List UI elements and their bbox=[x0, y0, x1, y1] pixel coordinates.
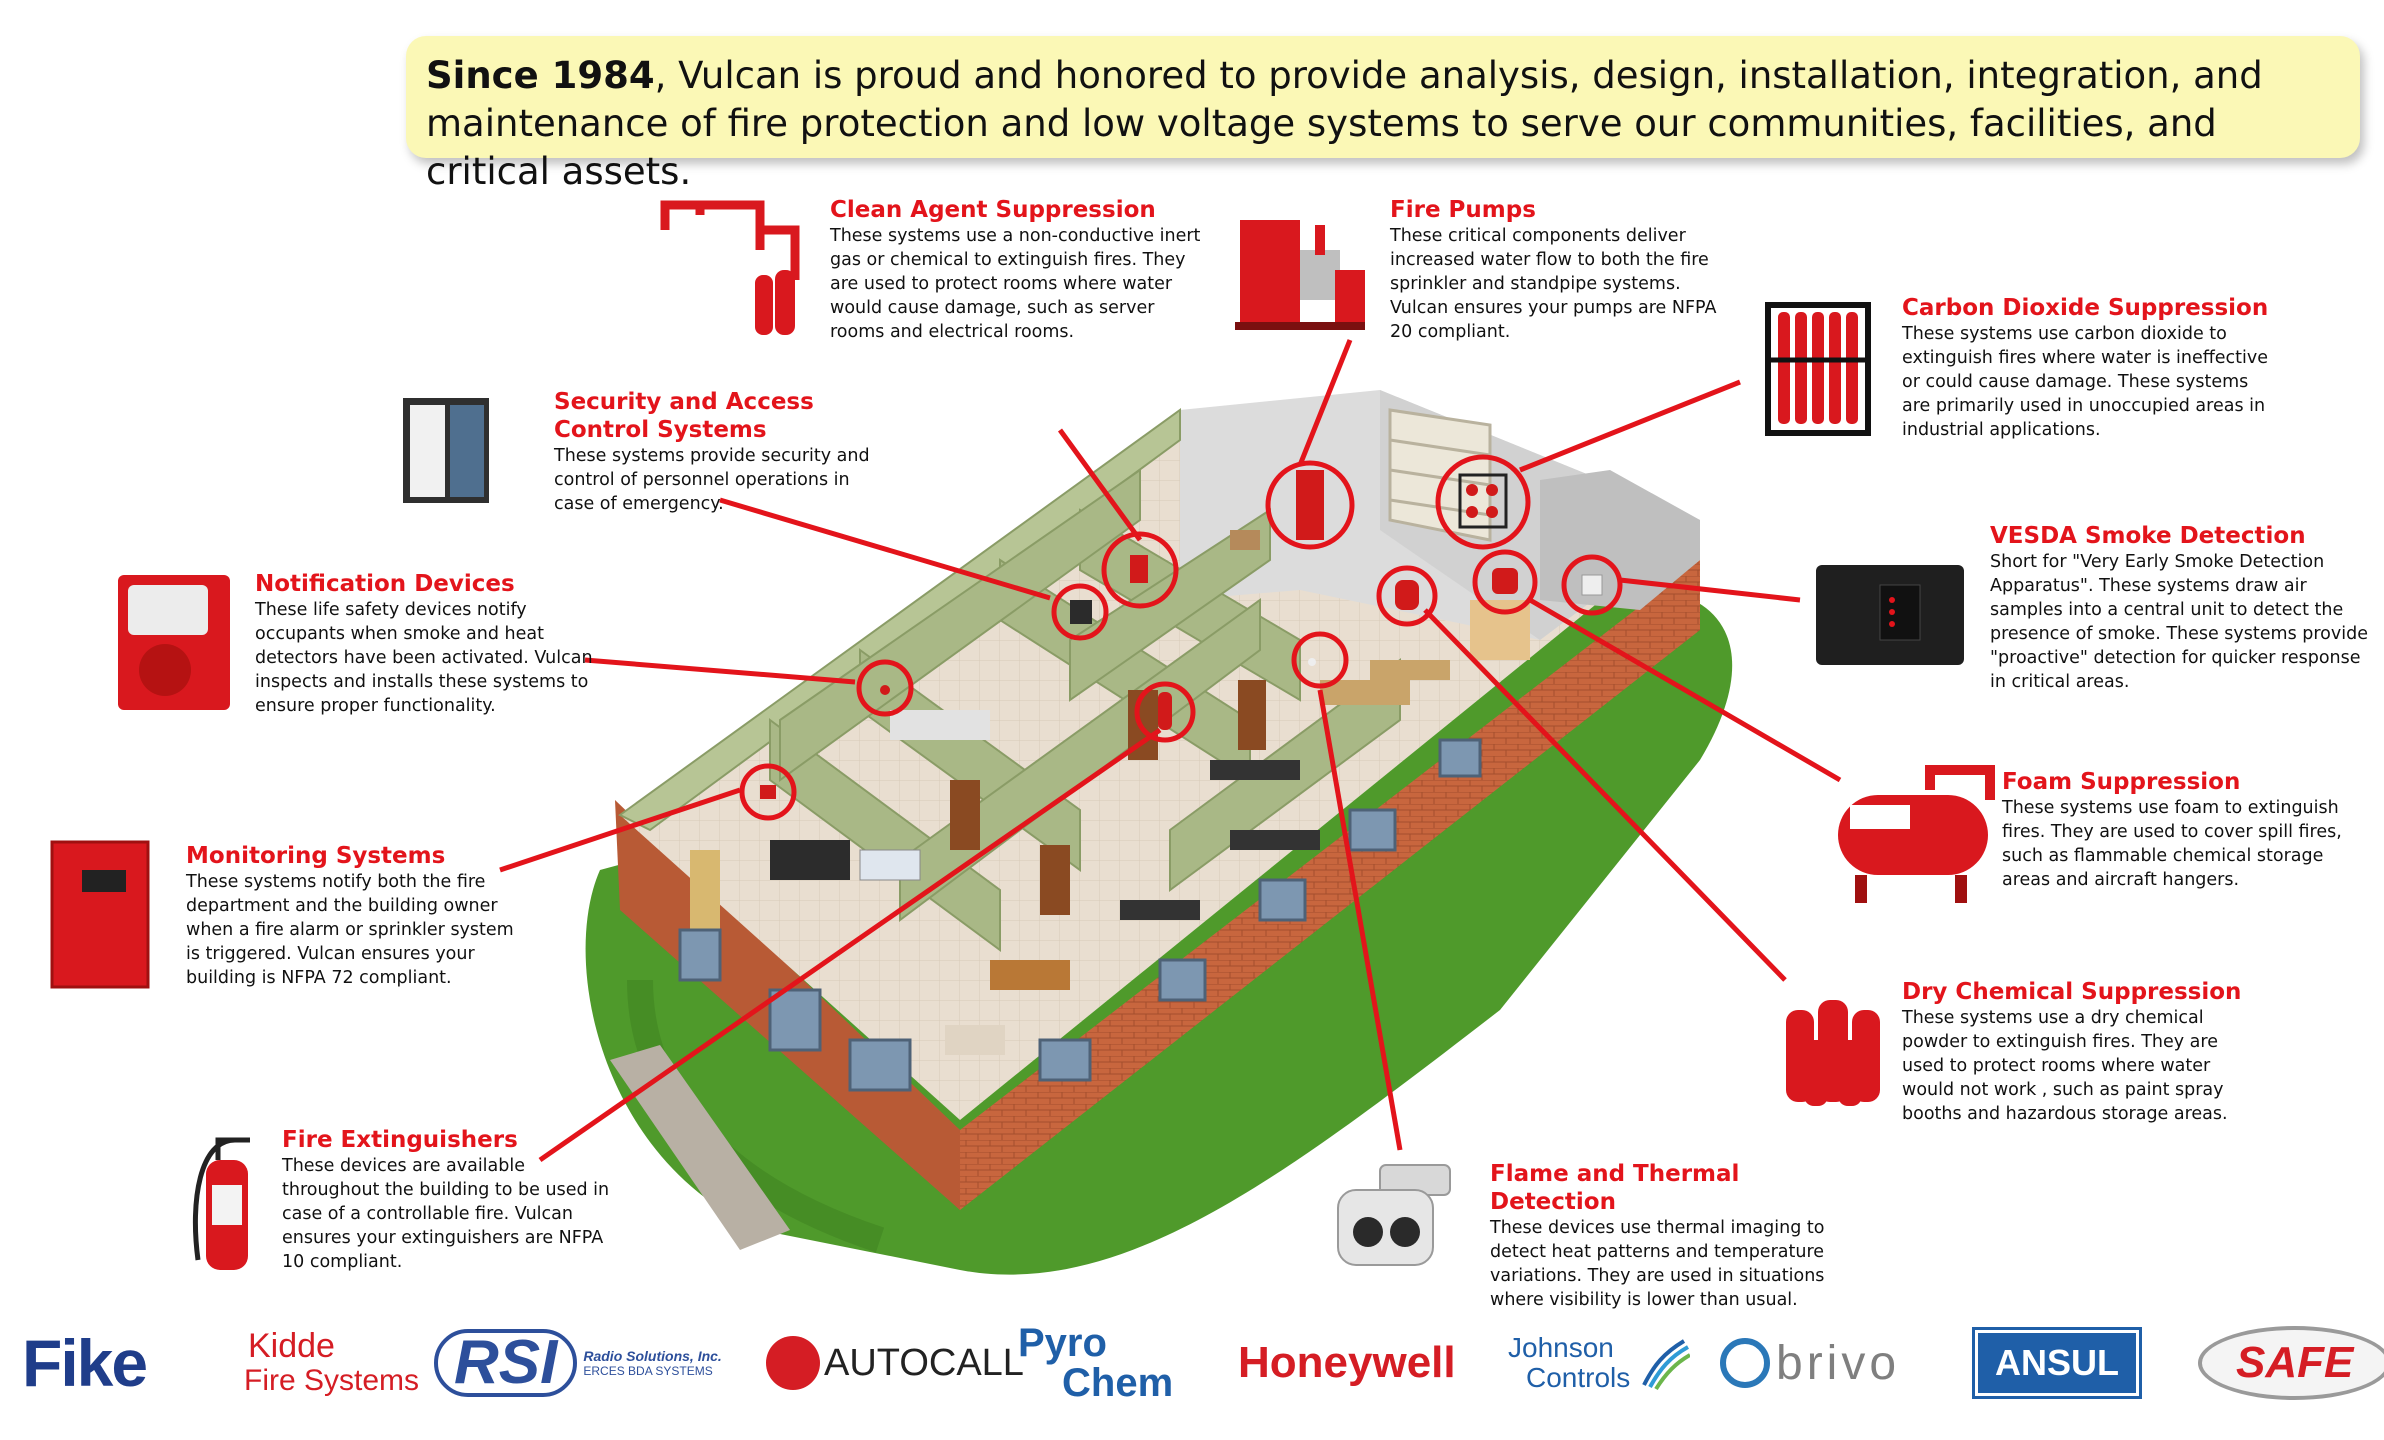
thermal-camera-illustration bbox=[1337, 1164, 1451, 1266]
callout-security: Security and Access Control Systems Thes… bbox=[554, 388, 884, 516]
logo-kidde-text: Kidde bbox=[248, 1327, 335, 1365]
logo-johnson-controls: Johnson Controls bbox=[1508, 1318, 1691, 1408]
logo-rsi: RSI Radio Solutions, Inc. ERCES BDA SYST… bbox=[434, 1318, 722, 1408]
callout-desc: Short for "Very Early Smoke Detection Ap… bbox=[1990, 552, 2368, 692]
callout-desc: These critical components deliver increa… bbox=[1390, 226, 1717, 342]
logo-ansul-text: ANSUL bbox=[1975, 1330, 2139, 1396]
callout-monitoring: Monitoring Systems These systems notify … bbox=[186, 842, 526, 990]
logo-kidde-sub: Fire Systems bbox=[244, 1364, 420, 1397]
extinguisher-illustration bbox=[192, 1137, 250, 1270]
callout-desc: These systems use a non-conductive inert… bbox=[830, 226, 1201, 342]
callout-title: Foam Suppression bbox=[2002, 769, 2241, 795]
callout-foam: Foam Suppression These systems use foam … bbox=[2002, 768, 2342, 892]
callout-flame: Flame and Thermal Detection These device… bbox=[1490, 1160, 1860, 1312]
callout-title: Fire Extinguishers bbox=[282, 1127, 518, 1153]
clean-agent-illustration bbox=[660, 200, 800, 335]
callout-notification: Notification Devices These life safety d… bbox=[255, 570, 605, 718]
walkway bbox=[610, 1045, 790, 1250]
strobe-horn-illustration bbox=[118, 575, 230, 710]
callout-title: Dry Chemical Suppression bbox=[1902, 979, 2242, 1005]
logo-autocall-text: AUTOCALL bbox=[824, 1341, 1024, 1384]
callout-title: Flame and Thermal Detection bbox=[1490, 1161, 1740, 1215]
callout-desc: These systems use foam to extinguish fir… bbox=[2002, 798, 2342, 890]
logo-rsi-sub1: Radio Solutions, Inc. bbox=[583, 1348, 722, 1364]
callout-desc: These devices use thermal imaging to det… bbox=[1490, 1218, 1825, 1310]
logo-chem-text: Chem bbox=[1062, 1361, 1174, 1405]
callout-title: Monitoring Systems bbox=[186, 843, 446, 869]
logo-jc-text1: Johnson bbox=[1508, 1332, 1614, 1363]
logo-brivo: brivo bbox=[1720, 1318, 1900, 1408]
dry-chem-illustration bbox=[1786, 1000, 1880, 1106]
callout-title: Notification Devices bbox=[255, 571, 515, 597]
logo-safe: SAFE bbox=[2198, 1318, 2384, 1408]
callout-clean-agent: Clean Agent Suppression These systems us… bbox=[830, 196, 1210, 344]
callout-title-line1: Security and Access bbox=[554, 389, 814, 415]
intro-banner: Since 1984, Vulcan is proud and honored … bbox=[406, 36, 2360, 193]
logo-brivo-text: brivo bbox=[1776, 1336, 1901, 1390]
in-building-devices bbox=[760, 470, 1603, 799]
callout-title: Carbon Dioxide Suppression bbox=[1902, 295, 2269, 321]
logo-honeywell: Honeywell bbox=[1238, 1318, 1456, 1408]
logo-autocall: AUTOCALL bbox=[766, 1318, 1024, 1408]
highlight-circles bbox=[739, 454, 1623, 821]
logo-rsi-text: RSI bbox=[434, 1329, 578, 1397]
foam-tank-illustration bbox=[1838, 765, 1995, 903]
callout-title-line2: Control Systems bbox=[554, 417, 767, 443]
callout-dry-chem: Dry Chemical Suppression These systems u… bbox=[1902, 978, 2252, 1126]
callout-vesda: VESDA Smoke Detection Short for "Very Ea… bbox=[1990, 522, 2375, 694]
leader-lines bbox=[499, 339, 1842, 1163]
brivo-mark-icon bbox=[1720, 1338, 1770, 1388]
logo-pyro-text: Pyro bbox=[1018, 1321, 1107, 1365]
logo-fike: Fike bbox=[22, 1318, 148, 1408]
logo-ansul: ANSUL bbox=[1975, 1318, 2139, 1408]
callout-co2: Carbon Dioxide Suppression These systems… bbox=[1902, 294, 2282, 442]
co2-illustration bbox=[1765, 302, 1871, 436]
logo-honeywell-text: Honeywell bbox=[1238, 1338, 1456, 1387]
callout-desc: These systems notify both the fire depar… bbox=[186, 872, 514, 988]
logo-safe-text: SAFE bbox=[2198, 1326, 2384, 1400]
callout-desc: These systems provide security and contr… bbox=[554, 446, 870, 514]
logo-pyrochem: Pyro Chem bbox=[1018, 1318, 1173, 1408]
callout-fire-pumps: Fire Pumps These critical components del… bbox=[1390, 196, 1730, 344]
logo-fike-text: Fike bbox=[22, 1326, 148, 1400]
callout-desc: These devices are available throughout t… bbox=[282, 1156, 610, 1272]
callout-extinguishers: Fire Extinguishers These devices are ava… bbox=[282, 1126, 627, 1274]
autocall-mark-icon bbox=[766, 1336, 820, 1390]
callout-desc: These systems use carbon dioxide to exti… bbox=[1902, 324, 2269, 440]
callout-title: Fire Pumps bbox=[1390, 197, 1536, 223]
intro-lead: Since 1984 bbox=[426, 54, 655, 97]
callout-title: Clean Agent Suppression bbox=[830, 197, 1156, 223]
monitoring-panel-illustration bbox=[50, 840, 150, 989]
callout-desc: These systems use a dry chemical powder … bbox=[1902, 1008, 2228, 1124]
intro-text: , Vulcan is proud and honored to provide… bbox=[426, 54, 2263, 193]
callout-title: VESDA Smoke Detection bbox=[1990, 523, 2306, 549]
logo-rsi-sub2: ERCES BDA SYSTEMS bbox=[583, 1364, 713, 1378]
logo-jc-text2: Controls bbox=[1526, 1362, 1631, 1393]
fire-pump-illustration bbox=[1235, 220, 1365, 330]
logo-kidde: Kidde Fire Systems bbox=[204, 1318, 419, 1408]
security-panel-illustration bbox=[403, 398, 489, 503]
vesda-illustration bbox=[1816, 565, 1964, 665]
callout-desc: These life safety devices notify occupan… bbox=[255, 600, 593, 716]
jc-swirl-icon bbox=[1642, 1339, 1691, 1391]
